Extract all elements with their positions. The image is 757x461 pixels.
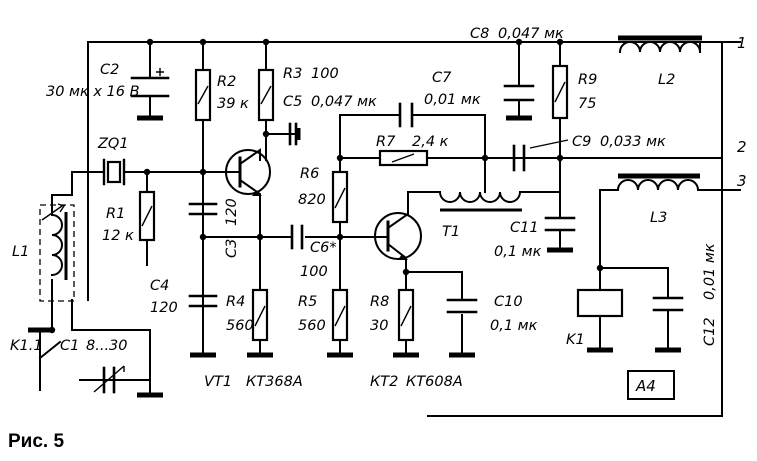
crystal-zq1: ZQ1: [97, 136, 129, 186]
r7-ref: R7: [376, 134, 396, 150]
r3-value: 100: [311, 66, 339, 82]
resistor-r6: R6 820: [298, 166, 349, 224]
l3-ref: L3: [650, 210, 667, 226]
transistor-vt1: [225, 148, 271, 201]
terminal-3: 3: [737, 172, 747, 190]
c6-ref: C6*: [310, 240, 337, 256]
capacitor-c8: C8 0,047 мк: [470, 26, 564, 102]
figure-caption: Рис. 5: [8, 431, 64, 452]
c8-ref: C8: [470, 26, 489, 42]
relay-k1: K1: [566, 288, 624, 348]
capacitor-c2: C2 30 мк х 16 В: [46, 62, 170, 100]
c1-ref: C1: [60, 338, 79, 354]
transformer-t1: T1: [438, 190, 522, 240]
capacitor-c12: C12 0,01 мк: [652, 243, 718, 346]
l1-ref: L1: [12, 244, 29, 260]
junction-dots: [48, 38, 604, 334]
c11-value: 0,1 мк: [494, 244, 542, 260]
vt2-value: КТ608А: [406, 374, 463, 390]
c10-ref: C10: [494, 294, 523, 310]
transistor-labels: VT1 КТ368А КТ2 КТ608А: [204, 374, 463, 390]
c12-value: 0,01 мк: [702, 243, 718, 300]
resistor-r4: R4 560: [226, 288, 269, 342]
c4-ref: C4: [150, 278, 169, 294]
c5-value: 0,047 мк: [311, 94, 377, 110]
k1-ref: K1: [566, 332, 585, 348]
vt1-ref: VT1: [204, 374, 232, 390]
relay-contact-k11: K1.1: [10, 338, 62, 360]
c10-value: 0,1 мк: [490, 318, 538, 334]
capacitor-c5: C5 0,047 мк: [283, 94, 377, 146]
terminal-1: 1: [737, 34, 747, 52]
r1-value: 12 к: [102, 228, 134, 244]
capacitor-c7: C7 0,01 мк: [398, 70, 481, 128]
resistor-r8: R8 30: [370, 288, 415, 342]
inductor-l1: L1: [12, 203, 75, 302]
r4-value: 560: [226, 318, 254, 334]
inductor-l2: L2: [599, 35, 702, 88]
capacitor-c10: C10 0,1 мк: [446, 294, 538, 334]
c7-value: 0,01 мк: [424, 92, 481, 108]
r5-value: 560: [298, 318, 326, 334]
c2-value: 30 мк х 16 В: [46, 84, 140, 100]
c9-value: 0,033 мк: [600, 134, 666, 150]
c1-value: 8...30: [86, 338, 128, 354]
k11-ref: K1.1: [10, 338, 43, 354]
t1-ref: T1: [442, 224, 460, 240]
r3-ref: R3: [283, 66, 302, 82]
resistor-r5: R5 560: [298, 288, 349, 342]
r8-ref: R8: [370, 294, 389, 310]
wiring: [39, 41, 741, 417]
capacitor-c6: C6* 100: [290, 224, 337, 280]
terminal-2: 2: [737, 138, 747, 156]
c5-ref: C5: [283, 94, 302, 110]
ground-symbols: [28, 115, 681, 398]
r4-ref: R4: [226, 294, 245, 310]
capacitor-c4: C4 120: [150, 278, 218, 316]
r1-ref: R1: [106, 206, 125, 222]
c3-value: 120: [224, 198, 240, 226]
block-label-box: А4: [627, 370, 675, 400]
c9-ref: C9: [572, 134, 591, 150]
l2-ref: L2: [658, 72, 675, 88]
c7-ref: C7: [432, 70, 452, 86]
r5-ref: R5: [298, 294, 317, 310]
resistor-r3: R3 100: [257, 66, 339, 122]
vt1-value: КТ368А: [246, 374, 303, 390]
resistor-r9: R9 75: [551, 64, 597, 120]
r8-value: 30: [370, 318, 388, 334]
c2-ref: C2: [100, 62, 119, 78]
terminals: 1 2 3: [737, 34, 747, 190]
resistor-r1: R1 12 к: [102, 190, 156, 244]
c6-value: 100: [300, 264, 328, 280]
c11-ref: C11: [510, 220, 539, 236]
capacitor-c1: C1 8...30: [60, 338, 128, 394]
capacitor-c3: C3 120: [188, 198, 240, 258]
r6-ref: R6: [300, 166, 319, 182]
c12-ref: C12: [702, 317, 718, 346]
block-label: А4: [635, 377, 656, 395]
inductor-l3: L3: [616, 173, 700, 226]
resistor-r2: R2 39 к: [194, 68, 249, 122]
r6-value: 820: [298, 192, 326, 208]
capacitor-c11: C11 0,1 мк: [494, 216, 576, 260]
resistor-r7: R7 2,4 к: [376, 134, 449, 167]
c8-value: 0,047 мк: [498, 26, 564, 42]
transistor-vt2: [374, 207, 422, 265]
r2-value: 39 к: [217, 96, 249, 112]
vt2-ref: КТ2: [370, 374, 398, 390]
r2-ref: R2: [217, 74, 236, 90]
capacitor-c9: C9 0,033 мк: [512, 134, 666, 172]
c4-value: 120: [150, 300, 178, 316]
c3-ref: C3: [224, 239, 240, 258]
r9-value: 75: [578, 96, 596, 112]
zq1-ref: ZQ1: [97, 136, 129, 152]
r9-ref: R9: [578, 72, 597, 88]
r7-value: 2,4 к: [412, 134, 449, 150]
